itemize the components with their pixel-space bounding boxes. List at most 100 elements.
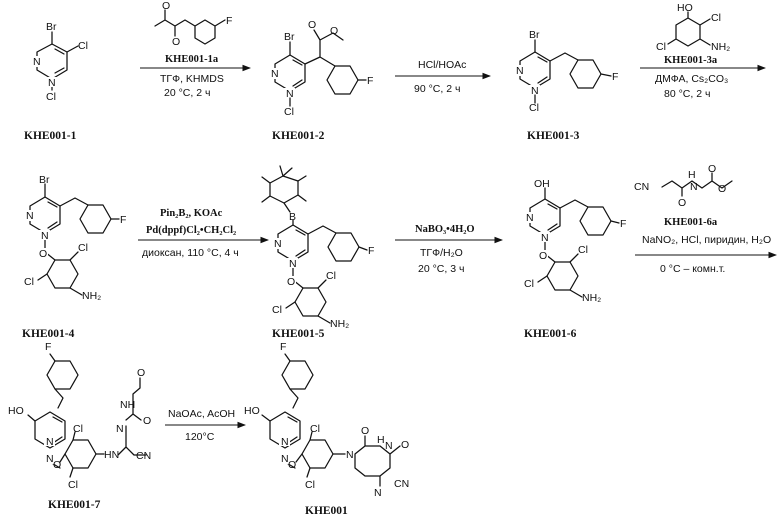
atom-n: N (26, 210, 34, 222)
atom-ho: HO (8, 405, 24, 417)
atom-o: O (287, 276, 295, 288)
reaction-arrow-1: O O F KHE001-1a ТГФ, KHMDS 20 °C, 2 ч (140, 0, 250, 99)
condition-text: Pin₂B₂, KOAc (160, 208, 223, 219)
label-khe001-7: KHE001-7 (48, 499, 101, 511)
atom-cl: Cl (78, 242, 88, 254)
atom-n: N (374, 487, 382, 499)
atom-b: B (289, 211, 296, 223)
atom-f: F (367, 75, 373, 87)
reaction-arrow-2: HCl/HOAc 90 °C, 2 ч (395, 59, 490, 95)
atom-ho: HO (244, 405, 260, 417)
condition-text: NaOAc, AcOH (168, 408, 235, 420)
atom-cl: Cl (24, 276, 34, 288)
compound-khe001-2: N Br O O N Cl F (270, 19, 373, 118)
condition-text: 0 °C – комн.т. (660, 263, 725, 275)
atom-n: N (289, 258, 297, 270)
atom-h: H (688, 169, 696, 181)
condition-text: HCl/HOAc (418, 59, 466, 71)
atom-nh2: NH₂ (82, 290, 101, 302)
compound-khe001-4: N Br N F O Cl Cl NH₂ (24, 174, 126, 302)
atom-nh2: NH₂ (711, 41, 730, 53)
atom-n: N (541, 232, 549, 244)
atom-o: O (288, 459, 296, 471)
atom-o: O (143, 415, 151, 427)
atom-oh: OH (534, 178, 550, 190)
atom-o: O (162, 0, 170, 12)
compound-khe001-6: OH N N F O Cl Cl NH₂ (524, 178, 626, 304)
condition-text: NaNO₂, HCl, пиридин, H₂O (642, 234, 771, 246)
atom-br: Br (284, 31, 295, 43)
atom-nh2: NH₂ (582, 292, 601, 304)
label-khe001-6: KHE001-6 (524, 328, 577, 340)
atom-n: N (46, 436, 54, 448)
atom-o: O (708, 163, 716, 175)
compound-khe001-1: N Br Cl N Cl (32, 21, 88, 103)
atom-n: N (271, 68, 279, 80)
atom-f: F (120, 214, 126, 226)
reagent-khe001-1a: KHE001-1a (165, 54, 219, 65)
condition-text: ДМФА, Cs₂CO₃ (655, 73, 728, 85)
atom-f: F (45, 341, 51, 353)
atom-cl: Cl (305, 479, 315, 491)
atom-cl: Cl (326, 270, 336, 282)
condition-text: Pd(dppf)Cl₂•CH₂Cl₂ (146, 225, 236, 236)
atom-n: N (526, 212, 534, 224)
atom-cl: Cl (310, 423, 320, 435)
atom-h: H (377, 434, 385, 446)
atom-br: Br (39, 174, 50, 186)
atom-n: N (274, 238, 282, 250)
atom-n: N (48, 77, 56, 89)
compound-khe001-3: N Br N Cl F (515, 29, 618, 114)
atom-cl: Cl (272, 304, 282, 316)
atom-cl: Cl (656, 41, 666, 53)
atom-cn: CN (136, 450, 151, 462)
condition-text: NaBO₃•4H₂O (415, 224, 475, 235)
reagent-khe001-3a: KHE001-3a (664, 55, 718, 66)
atom-n: N (33, 56, 41, 68)
compound-khe001: F HO N N Cl O Cl N O H N O N CN (244, 341, 409, 499)
atom-f: F (620, 218, 626, 230)
atom-n: N (690, 181, 698, 193)
atom-ho: HO (677, 2, 693, 14)
reaction-arrow-5: NaBO₃•4H₂O ТГФ/H₂O 20 °C, 3 ч (395, 224, 502, 275)
atom-o: O (361, 425, 369, 437)
label-khe001: KHE001 (305, 505, 348, 517)
reagent-khe001-6a: KHE001-6a (664, 217, 718, 228)
atom-f: F (368, 245, 374, 257)
atom-o: O (137, 367, 145, 379)
atom-o: O (718, 183, 726, 195)
atom-br: Br (46, 21, 57, 33)
atom-cl: Cl (68, 479, 78, 491)
condition-text: 20 °C, 2 ч (164, 87, 210, 99)
atom-o: O (401, 439, 409, 451)
condition-text: ТГФ/H₂O (420, 247, 463, 259)
atom-n: N (116, 423, 124, 435)
atom-n: N (41, 230, 49, 242)
label-khe001-5: KHE001-5 (272, 328, 325, 340)
condition-text: диоксан, 110 °C, 4 ч (142, 247, 239, 259)
compound-khe001-7: F HO N N Cl O Cl HN N CN NH O O (8, 341, 151, 491)
atom-f: F (226, 15, 232, 27)
atom-n: N (516, 65, 524, 77)
atom-cl: Cl (78, 40, 88, 52)
label-khe001-2: KHE001-2 (272, 130, 325, 142)
atom-n: N (281, 436, 289, 448)
condition-text: 20 °C, 3 ч (418, 263, 464, 275)
atom-o: O (53, 459, 61, 471)
condition-text: 90 °C, 2 ч (414, 83, 460, 95)
atom-n: N (346, 449, 354, 461)
condition-text: 80 °C, 2 ч (664, 88, 710, 100)
atom-cl: Cl (284, 106, 294, 118)
label-khe001-1: KHE001-1 (24, 130, 77, 142)
atom-cl: Cl (711, 12, 721, 24)
compound-khe001-5: B N N F O Cl Cl NH₂ (262, 166, 374, 330)
atom-o: O (539, 250, 547, 262)
condition-text: 120°C (185, 431, 215, 443)
atom-cl: Cl (529, 102, 539, 114)
atom-cl: Cl (73, 423, 83, 435)
atom-o: O (172, 36, 180, 48)
atom-f: F (280, 341, 286, 353)
atom-o: O (678, 197, 686, 209)
atom-o: O (39, 248, 47, 260)
atom-cn: CN (634, 181, 649, 193)
